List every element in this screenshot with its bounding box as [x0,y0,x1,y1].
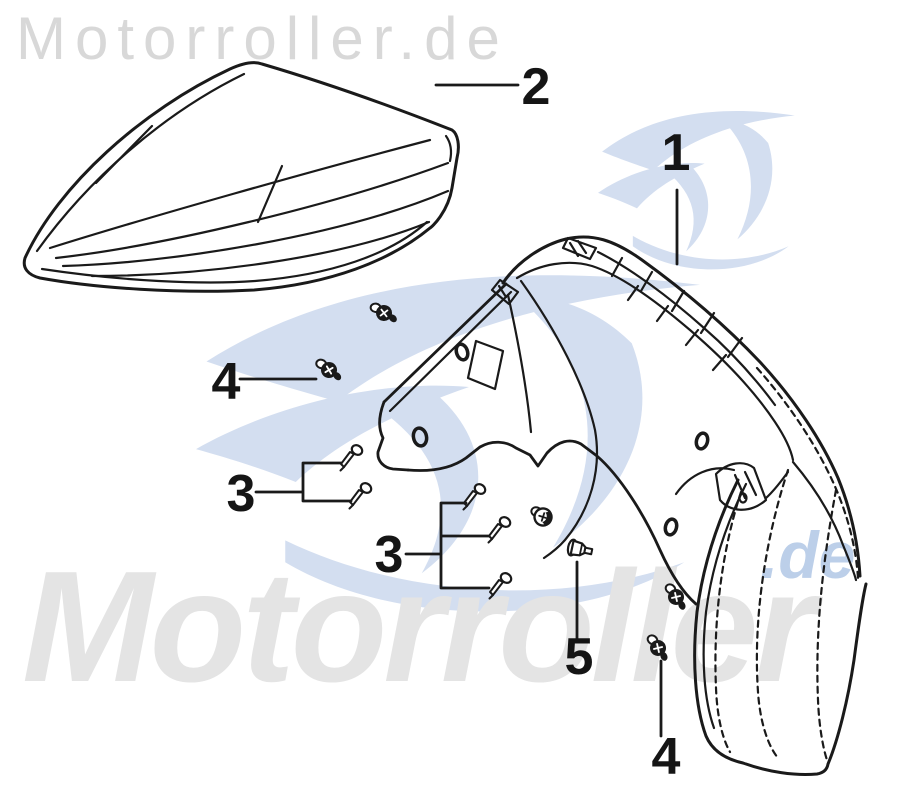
watermark-domain-suffix: .de [760,518,856,592]
front-cover-part-drawing [22,61,460,293]
screw-icon [367,301,402,326]
tapping-screw-icon [339,442,366,472]
callout-label-4: 4 [211,353,241,411]
tapping-screw-icon [487,514,514,544]
hex-flange-bolt-icon [565,537,595,561]
callout-label-4: 4 [651,728,681,786]
fastener-icons [312,301,695,665]
callout-label-3: 3 [226,465,256,523]
pan-head-screw-icon [526,503,555,529]
watermark-brand-header: Motorroller.de [16,5,509,72]
callout-label-1: 1 [661,124,691,182]
callout-label-3: 3 [374,526,404,584]
fender-part-drawing [376,235,868,776]
tapping-screw-icon [348,480,375,510]
callout-label-2: 2 [521,58,551,116]
callout-label-5: 5 [564,628,594,686]
tapping-screw-icon [462,481,489,511]
watermark-brand-big: Motorroller [22,539,816,715]
callout-leader-lines [238,83,679,738]
tapping-screw-icon [488,570,515,600]
screw-icon [640,632,677,665]
screw-icon [312,357,347,384]
